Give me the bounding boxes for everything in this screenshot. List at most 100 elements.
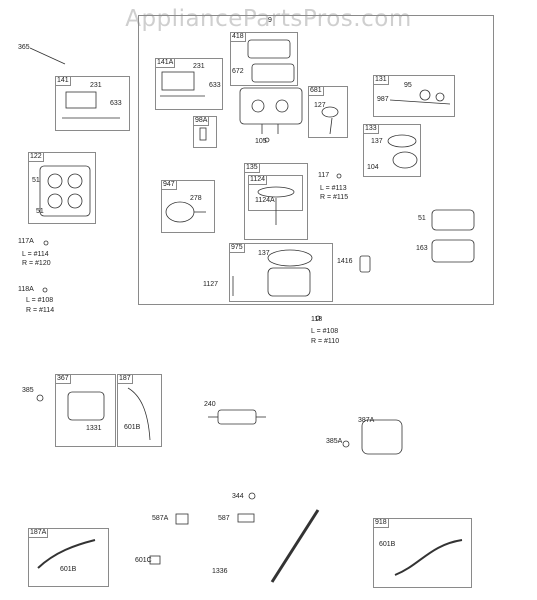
label-587: 587 [218,515,230,522]
label-385A: 385A [326,438,343,445]
label-1331: 1331 [86,425,102,432]
hose-918 [394,539,463,576]
tag-1124: 1124 [249,176,268,185]
label-118-R: R = #110 [311,338,340,345]
part-105 [264,137,270,143]
gasket-122 [39,165,91,217]
label-365: 365 [18,44,30,51]
tag-187A: 187A [29,529,49,538]
part-118 [315,315,321,321]
hose-187A [37,539,96,569]
box-187: 187 [117,374,162,447]
tag-918: 918 [374,519,389,528]
label-163: 163 [416,245,428,252]
float-1124 [257,186,295,198]
label-601B-c: 601B [379,541,396,548]
label-1416: 1416 [337,258,353,265]
label-118A-R: R = #114 [26,307,55,314]
box-418: 418 [230,32,298,86]
label-117A-L: L = #114 [22,251,49,258]
part-104 [392,151,418,169]
label-51-a: 51 [32,177,40,184]
part-987 [389,99,451,105]
label-987: 987 [377,96,389,103]
part-681 [321,106,339,118]
label-1336: 1336 [212,568,228,575]
gasket-163 [431,239,475,263]
label-137: 137 [371,138,383,145]
box-975: 975 [229,243,333,302]
box-131: 131 [373,75,455,117]
label-118: 118 [311,316,323,323]
label-231: 231 [90,82,102,89]
part-385A [342,440,350,448]
tag-681: 681 [309,87,324,96]
tag-122: 122 [29,153,44,162]
clamp-587A [175,513,189,525]
hose-187 [127,387,151,441]
gasket-51 [431,209,475,231]
tag-367: 367 [56,375,71,384]
part-385 [36,394,44,402]
label-117A: 117A [18,238,34,245]
label-587A: 587A [152,515,169,522]
gasket-418-top [247,39,291,59]
label-672: 672 [232,68,244,75]
bracket-141 [65,91,97,109]
label-51-c: 51 [418,215,426,222]
label-278: 278 [190,195,202,202]
label-601B: 601B [124,424,141,431]
label-1124A: 1124A [255,197,275,204]
tag-131: 131 [374,76,389,85]
label-51-b: 51 [36,208,44,215]
label-117: 117 [318,172,330,179]
oring-137b [267,249,313,267]
label-387A: 387A [358,417,375,424]
part-98A [199,127,207,141]
tag-947: 947 [162,181,177,190]
label-633: 633 [110,100,122,107]
label-117-R: R = #115 [320,194,349,201]
box-98A: 98A [193,116,217,148]
part-344 [248,492,256,500]
box-367: 367 [55,374,116,447]
box-135: 135 [244,163,308,240]
solenoid-947 [165,201,195,223]
label-231-b: 231 [193,63,205,70]
fuel-filter-240 [217,409,257,425]
pump-367 [67,391,105,421]
bracket-141A [161,71,195,91]
tag-975: 975 [230,244,245,253]
tag-187: 187 [118,375,133,384]
label-240: 240 [204,401,216,408]
label-117A-R: R = #120 [22,260,51,267]
label-344: 344 [232,493,244,500]
tag-141: 141 [56,77,71,86]
pump-387A [361,419,403,455]
label-118-L: L = #108 [311,328,339,335]
tag-418: 418 [231,33,246,42]
carburetor-body [239,87,303,125]
part-117A [43,240,49,246]
label-127: 127 [314,102,326,109]
tag-133: 133 [364,125,379,134]
label-95: 95 [404,82,412,89]
part-975-body [267,267,311,297]
label-601C: 601C [135,557,152,564]
clamp-587 [237,513,255,523]
carburetor-group-frame [138,15,494,305]
label-118A: 118A [18,286,34,293]
tag-135: 135 [245,164,260,173]
rod-365 [29,47,66,65]
box-187A: 187A [28,528,109,587]
label-137-b: 137 [258,250,270,257]
box-133: 133 [363,124,421,177]
gasket-672 [251,63,295,83]
box-141: 141 [55,76,130,131]
box-918: 918 [373,518,472,588]
label-385: 385 [22,387,34,394]
part-117 [336,173,342,179]
box-141A: 141A [155,58,223,110]
